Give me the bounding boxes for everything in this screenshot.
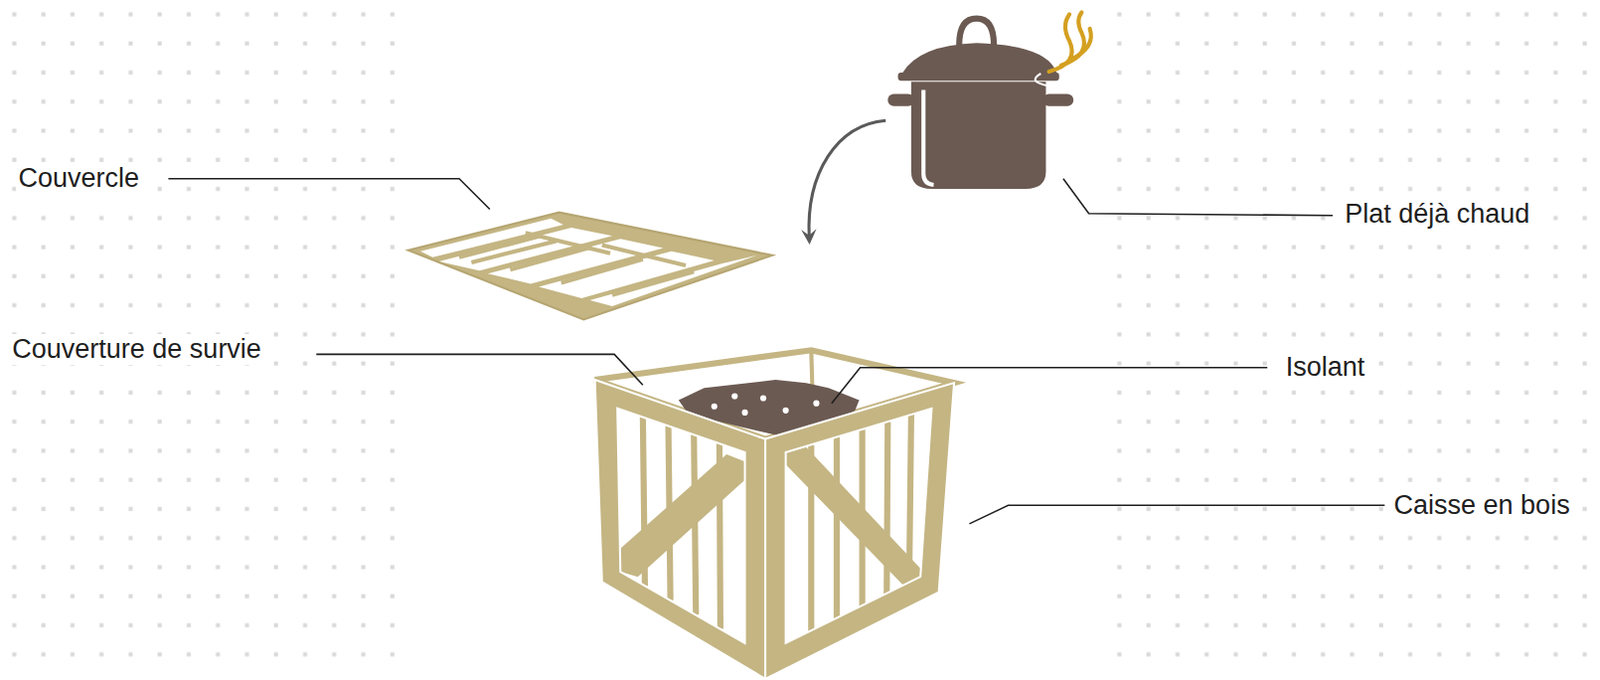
pour-arrow (808, 120, 886, 237)
lid-drawing (408, 212, 774, 320)
part-label: Plat déjà chaud (1342, 198, 1532, 230)
dot-grid (0, 0, 401, 680)
part-label: Couverture de survie (9, 333, 264, 365)
crate-drawing (595, 349, 955, 679)
pot-drawing (887, 11, 1092, 189)
dot-grid (1107, 0, 1600, 680)
part-label: Caisse en bois (1392, 489, 1573, 521)
part-label: Couvercle (15, 162, 142, 194)
leader-lines (167, 178, 1385, 524)
part-label: Isolant (1283, 351, 1368, 383)
